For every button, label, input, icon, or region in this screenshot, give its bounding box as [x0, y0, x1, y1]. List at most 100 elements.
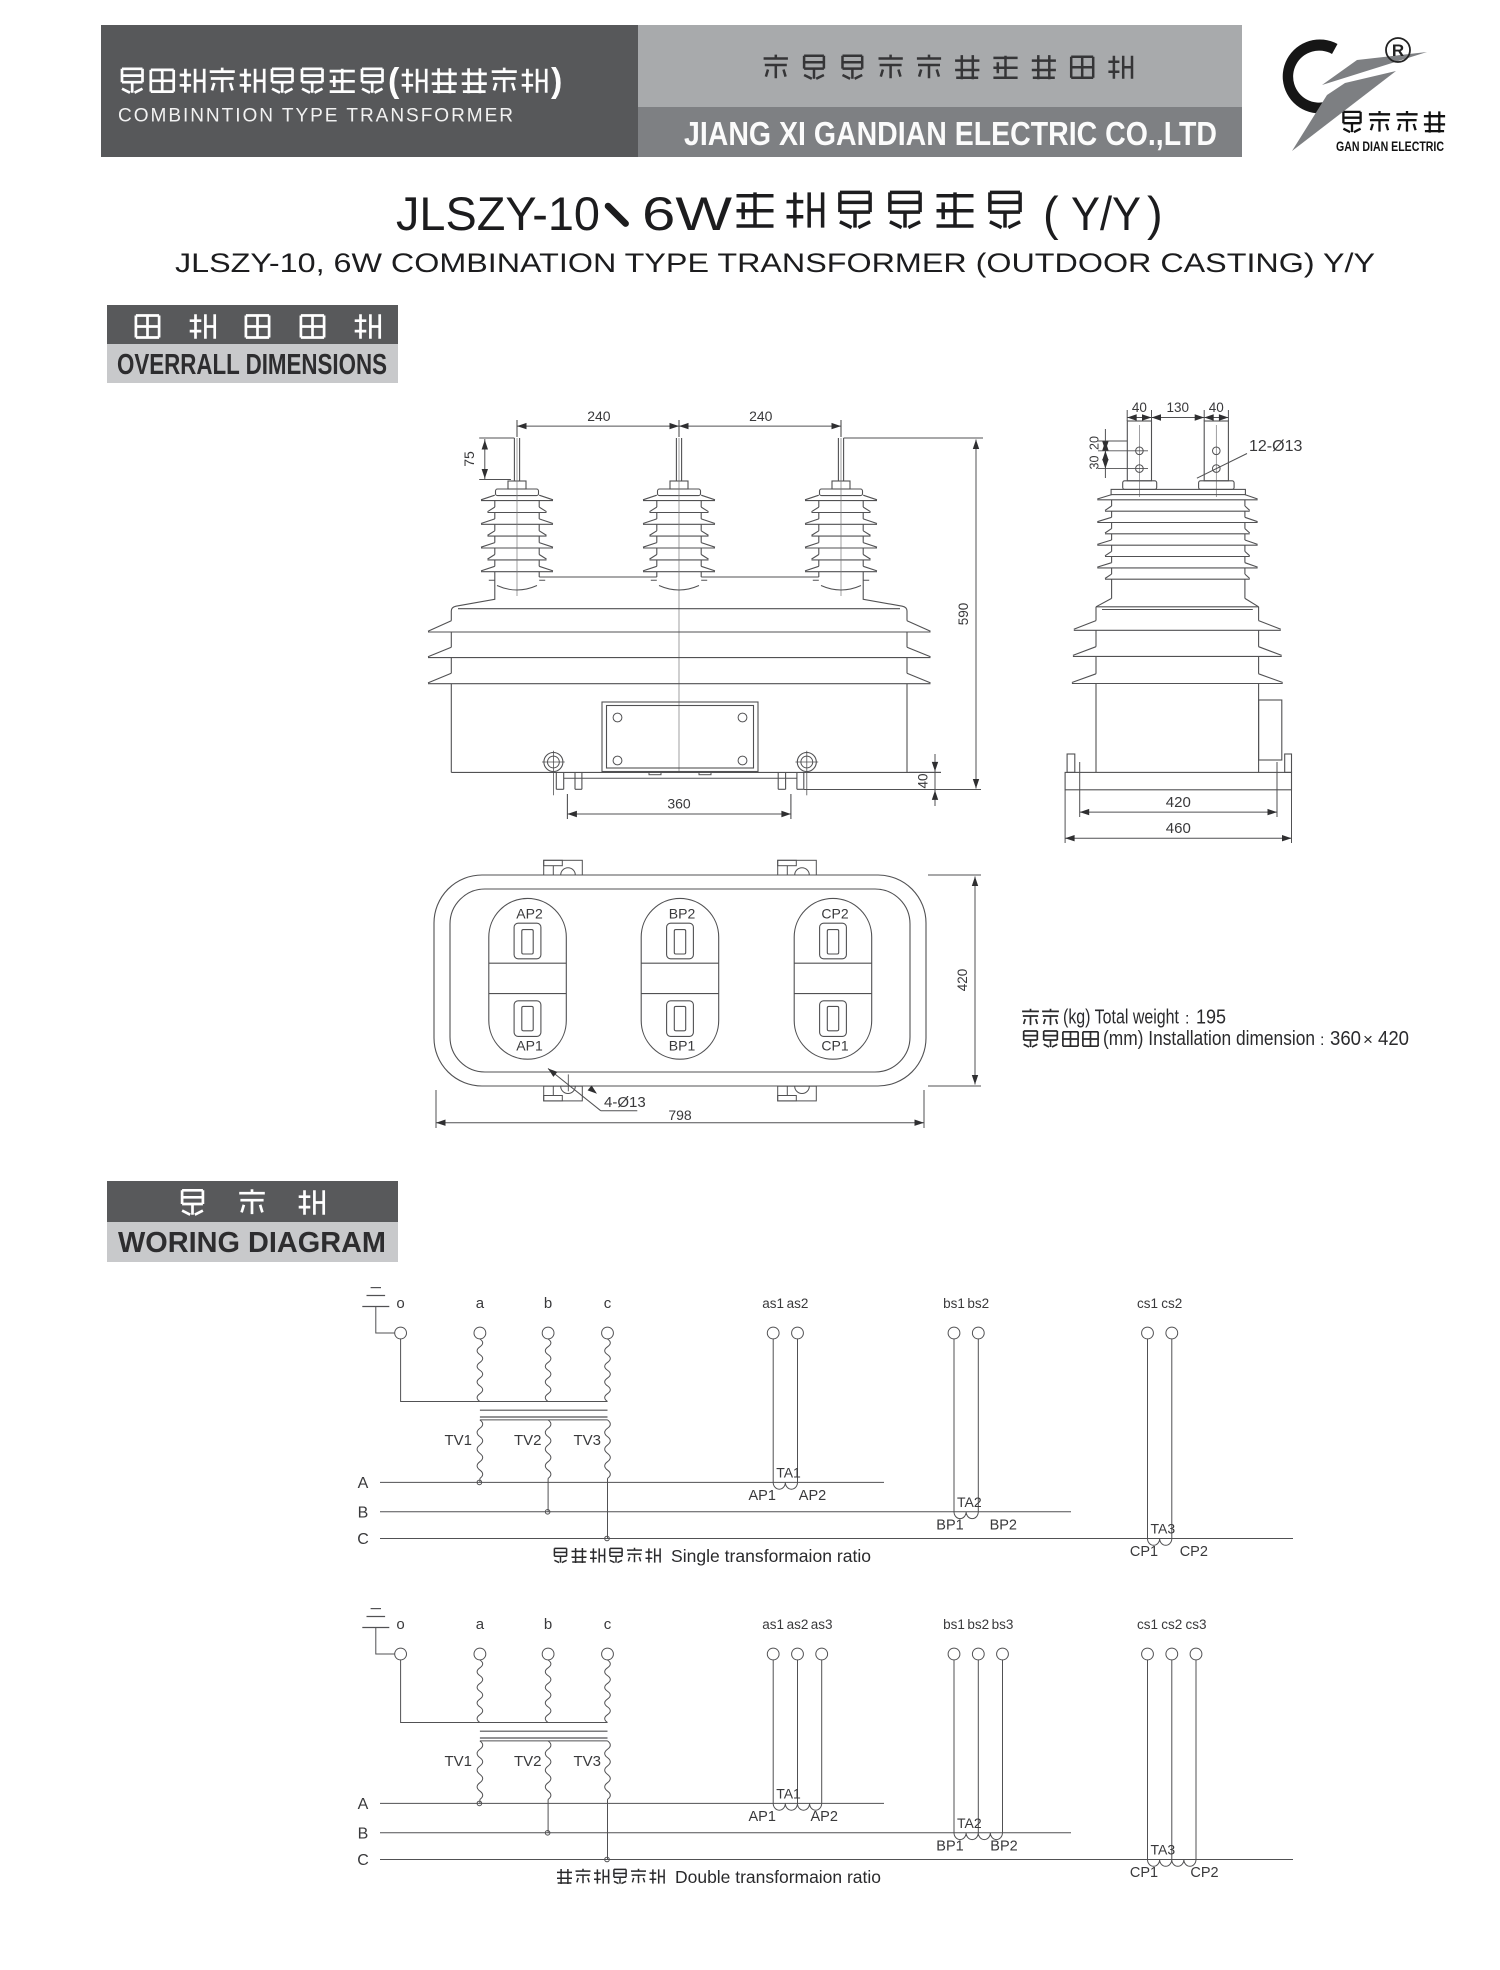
- svg-text:as2: as2: [787, 1296, 809, 1311]
- svg-text:as1: as1: [762, 1296, 784, 1311]
- svg-text:130: 130: [1167, 400, 1190, 415]
- svg-text:TA3: TA3: [1151, 1521, 1176, 1537]
- svg-text:4-Ø13: 4-Ø13: [604, 1094, 646, 1111]
- svg-text:TV2: TV2: [514, 1432, 542, 1449]
- svg-text:(mm) Installation dimension: (mm) Installation dimension: [1103, 1028, 1315, 1050]
- svg-text:A: A: [358, 1796, 369, 1813]
- svg-text:TV3: TV3: [573, 1432, 601, 1449]
- svg-text:TV2: TV2: [514, 1753, 542, 1770]
- svg-text:JLSZY-10: JLSZY-10: [396, 187, 600, 240]
- svg-text:BP2: BP2: [990, 1838, 1017, 1854]
- svg-text:cs1: cs1: [1137, 1296, 1158, 1311]
- svg-text:a: a: [476, 1616, 485, 1633]
- svg-text::: :: [1320, 1032, 1324, 1049]
- svg-text:30: 30: [1088, 456, 1102, 470]
- svg-text:JLSZY-10, 6W COMBINATION TYPE: JLSZY-10, 6W COMBINATION TYPE TRANSFORME…: [175, 248, 1375, 278]
- svg-text:Double transformaion ratio: Double transformaion ratio: [675, 1867, 881, 1887]
- svg-text:798: 798: [668, 1107, 692, 1123]
- svg-text:AP2: AP2: [810, 1809, 837, 1825]
- svg-text:bs2: bs2: [967, 1617, 989, 1632]
- svg-text:o: o: [396, 1295, 404, 1312]
- svg-text:BP1: BP1: [669, 1038, 696, 1054]
- svg-text:360: 360: [1330, 1028, 1361, 1050]
- svg-text:(kg) Total weight: (kg) Total weight: [1063, 1007, 1179, 1029]
- svg-text:TV3: TV3: [573, 1753, 601, 1770]
- svg-text:BP1: BP1: [936, 1517, 963, 1533]
- svg-text:bs3: bs3: [992, 1617, 1014, 1632]
- svg-text:B: B: [358, 1504, 369, 1521]
- svg-text:6W: 6W: [642, 187, 733, 240]
- svg-text:CP1: CP1: [1130, 1865, 1158, 1881]
- svg-text:AP1: AP1: [748, 1488, 775, 1504]
- svg-text:A: A: [358, 1475, 369, 1492]
- svg-text:12-Ø13: 12-Ø13: [1249, 438, 1302, 455]
- svg-text:75: 75: [461, 451, 477, 467]
- svg-text:195: 195: [1196, 1007, 1226, 1029]
- svg-text:40: 40: [1209, 400, 1224, 415]
- svg-text:AP2: AP2: [516, 906, 543, 922]
- svg-text:TV1: TV1: [444, 1753, 472, 1770]
- svg-text::: :: [1185, 1011, 1189, 1028]
- svg-text:(: (: [1043, 187, 1059, 240]
- svg-text:o: o: [396, 1616, 404, 1633]
- svg-text:cs3: cs3: [1185, 1617, 1206, 1632]
- svg-text:TA3: TA3: [1151, 1842, 1176, 1858]
- svg-text:240: 240: [587, 408, 611, 424]
- svg-text:20: 20: [1088, 436, 1102, 450]
- svg-text:AP1: AP1: [748, 1809, 775, 1825]
- svg-text:JIANG XI GANDIAN ELECTRIC CO.,: JIANG XI GANDIAN ELECTRIC CO.,LTD: [684, 115, 1217, 152]
- svg-text:b: b: [544, 1295, 552, 1312]
- svg-text:bs1: bs1: [943, 1617, 965, 1632]
- svg-text:R: R: [1392, 41, 1404, 60]
- svg-text:420: 420: [1166, 794, 1191, 811]
- svg-text:420: 420: [955, 969, 970, 992]
- svg-text:bs1: bs1: [943, 1296, 965, 1311]
- svg-text:CP2: CP2: [821, 906, 848, 922]
- svg-text:40: 40: [1132, 400, 1147, 415]
- svg-text:TA1: TA1: [776, 1464, 801, 1480]
- svg-text:as1: as1: [762, 1617, 784, 1632]
- svg-text:Single transformaion ratio: Single transformaion ratio: [671, 1546, 871, 1566]
- svg-text:BP2: BP2: [669, 906, 696, 922]
- svg-text:a: a: [476, 1295, 485, 1312]
- svg-text:590: 590: [956, 603, 971, 626]
- svg-text:c: c: [604, 1295, 612, 1312]
- svg-text:OVERRALL DIMENSIONS: OVERRALL DIMENSIONS: [117, 349, 387, 381]
- svg-text:BP2: BP2: [990, 1517, 1017, 1533]
- svg-text:240: 240: [749, 408, 773, 424]
- svg-text:cs1: cs1: [1137, 1617, 1158, 1632]
- svg-text:bs2: bs2: [967, 1296, 989, 1311]
- svg-text:CP1: CP1: [1130, 1544, 1158, 1560]
- svg-text:Y/Y: Y/Y: [1071, 187, 1141, 240]
- svg-text:as3: as3: [811, 1617, 833, 1632]
- svg-text:CP1: CP1: [821, 1038, 848, 1054]
- svg-text:C: C: [357, 1852, 369, 1869]
- svg-text:WORING DIAGRAM: WORING DIAGRAM: [118, 1227, 386, 1259]
- svg-text:TA2: TA2: [957, 1494, 982, 1510]
- svg-text:TA2: TA2: [957, 1815, 982, 1831]
- svg-text:b: b: [544, 1616, 552, 1633]
- svg-text:CP2: CP2: [1190, 1865, 1218, 1881]
- svg-text:460: 460: [1166, 820, 1191, 837]
- svg-text:cs2: cs2: [1161, 1296, 1182, 1311]
- svg-text:BP1: BP1: [936, 1838, 963, 1854]
- svg-text:): ): [551, 62, 562, 100]
- svg-text:as2: as2: [787, 1617, 809, 1632]
- svg-text:420: 420: [1378, 1028, 1409, 1050]
- svg-text:TV1: TV1: [444, 1432, 472, 1449]
- svg-text:TA1: TA1: [776, 1785, 801, 1801]
- svg-text:B: B: [358, 1825, 369, 1842]
- svg-text:C: C: [357, 1531, 369, 1548]
- svg-text:GAN DIAN ELECTRIC: GAN DIAN ELECTRIC: [1336, 139, 1444, 154]
- svg-text:360: 360: [667, 796, 691, 812]
- svg-text:40: 40: [916, 773, 931, 788]
- svg-text:): ): [1147, 187, 1163, 240]
- svg-text:cs2: cs2: [1161, 1617, 1182, 1632]
- svg-text:COMBINNTION TYPE TRANSFORMER: COMBINNTION TYPE TRANSFORMER: [118, 105, 515, 127]
- svg-text:CP2: CP2: [1180, 1544, 1208, 1560]
- svg-text:AP1: AP1: [516, 1038, 543, 1054]
- svg-text:c: c: [604, 1616, 612, 1633]
- svg-text:AP2: AP2: [799, 1488, 826, 1504]
- svg-text:×: ×: [1363, 1030, 1373, 1049]
- svg-text:(: (: [388, 62, 400, 100]
